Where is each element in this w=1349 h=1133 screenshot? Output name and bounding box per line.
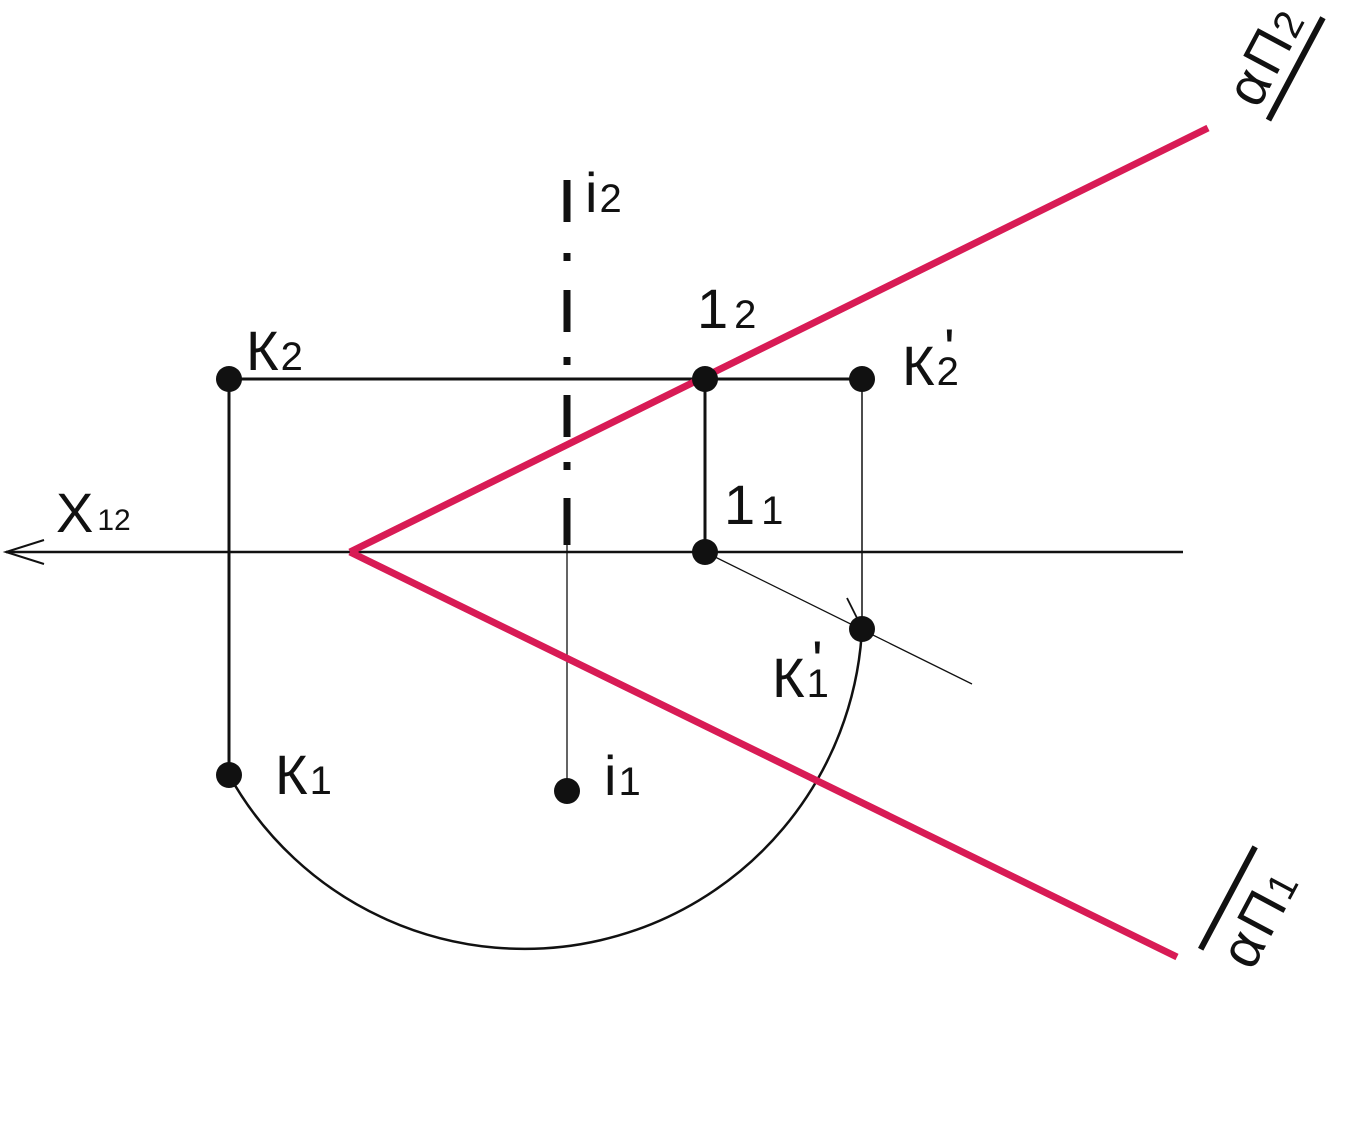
trace-label-alpha-p1: αΠ1	[1198, 845, 1310, 978]
point-i1	[554, 778, 580, 804]
axis-name: X	[56, 481, 93, 544]
label-k1-prime-mark: '	[812, 629, 823, 692]
x12-axis	[2, 539, 1183, 565]
alpha-p1-trace-line	[348, 548, 1179, 961]
trace-overline-p1	[1198, 845, 1258, 951]
trace-label-alpha-p2: αΠ2	[1213, 4, 1326, 122]
label-k2-prime-mark: '	[944, 317, 955, 380]
label-k1-prime: К1	[772, 646, 829, 709]
point-1-2	[692, 366, 718, 392]
label-k2: К2	[246, 319, 303, 382]
point-k2	[216, 366, 242, 392]
label-k2-prime: К2	[902, 334, 959, 397]
alpha-p2-trace-line	[348, 124, 1210, 556]
plane-alpha-traces	[348, 124, 1210, 961]
label-i2: i2	[585, 161, 622, 224]
point-k1-prime	[849, 616, 875, 642]
point-k1	[216, 762, 242, 788]
label-k1: К1	[275, 743, 332, 806]
construction-lines	[227, 377, 973, 791]
point1-radial-line	[704, 551, 973, 685]
point-1-1	[692, 539, 718, 565]
trace-underline-p2	[1265, 16, 1326, 122]
point-k2-prime	[849, 366, 875, 392]
rotation-arc	[227, 628, 864, 951]
axis-subscript: 12	[97, 504, 130, 537]
label-i1: i1	[604, 744, 641, 807]
svg-text:αΠ1: αΠ1	[1207, 859, 1310, 978]
points	[216, 366, 875, 804]
